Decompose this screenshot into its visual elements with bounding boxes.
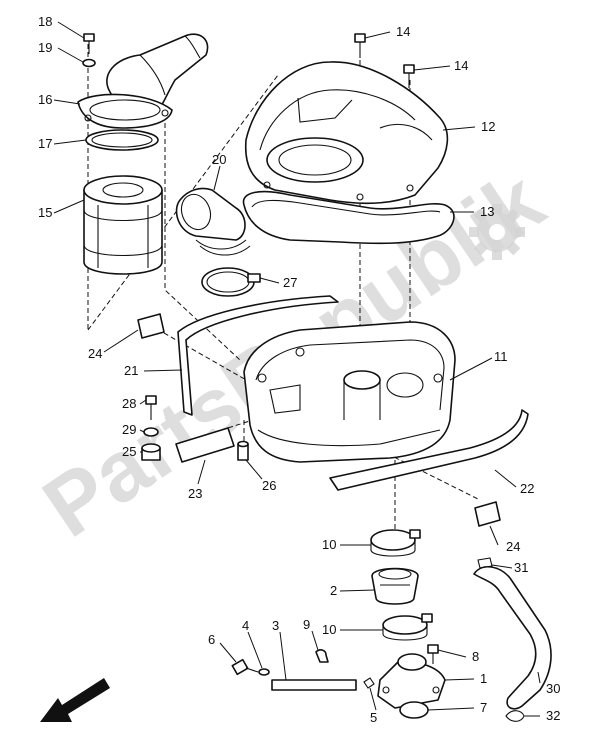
air-cleaner-case-11 [243,321,456,463]
callout-19: 19 [38,40,52,55]
intake-joint-20 [175,187,251,256]
callout-28: 28 [122,396,136,411]
callout-11: 11 [494,349,508,364]
callout-22: 22 [520,481,534,496]
callout-13: 13 [480,204,494,219]
callout-10-b: 10 [322,622,336,637]
callout-14-b: 14 [454,58,468,73]
callout-4: 4 [242,618,249,633]
guard-plate-21 [177,295,339,416]
duct-flange-16 [77,93,173,129]
damper-25 [141,443,161,461]
o-ring-7 [399,701,429,719]
screw-14-a [354,33,366,58]
manifold-1 [377,653,446,709]
callout-21: 21 [124,363,138,378]
callout-18: 18 [38,14,52,29]
callout-20: 20 [212,152,226,167]
callout-6: 6 [208,632,215,647]
callout-30: 30 [546,681,560,696]
callout-1: 1 [480,671,487,686]
callout-8: 8 [472,649,479,664]
joint-2 [371,567,419,605]
leader-lines [53,21,541,717]
clip-31 [477,557,493,569]
callout-9: 9 [303,617,310,632]
clamp-10-b [382,613,433,641]
callout-23: 23 [188,486,202,501]
callout-14-a: 14 [396,24,410,39]
callout-25: 25 [122,444,136,459]
air-cleaner-cover-12 [244,61,449,205]
bolt-8 [427,644,439,664]
pad-23 [175,427,235,463]
guard-plate-22 [329,409,529,491]
callout-3: 3 [272,618,279,633]
screw-6 [231,658,259,676]
clip-4 [258,668,270,676]
washer-29 [143,427,159,437]
clamp-10-a [370,529,421,557]
intake-duct-elbow [106,33,209,111]
clip-32 [505,710,525,722]
callout-17: 17 [38,136,52,151]
callout-16: 16 [38,92,52,107]
pad-24-a [137,313,165,339]
seal-ring-17 [85,129,159,151]
pad-24-b [474,501,501,527]
washer-19 [82,58,96,68]
callout-15: 15 [38,205,52,220]
hose-30 [473,566,552,710]
callout-2: 2 [330,583,337,598]
callout-5: 5 [370,710,377,725]
hose-3 [271,679,357,691]
gasket-13 [242,190,455,245]
front-arrow-icon [40,678,110,722]
callout-7: 7 [480,700,487,715]
bolt-18 [83,33,95,54]
callout-12: 12 [481,119,495,134]
screw-14-b [403,64,415,88]
callout-27: 27 [283,275,297,290]
callouts: 18 19 16 17 15 14 14 12 13 20 27 24 21 1… [38,14,560,725]
callout-24-a: 24 [88,346,102,361]
clamp-27 [201,267,261,297]
callout-26: 26 [262,478,276,493]
collar-26 [237,440,249,461]
callout-31: 31 [514,560,528,575]
air-filter-element-15 [83,175,163,275]
callout-10-a: 10 [322,537,336,552]
callout-24-b: 24 [506,539,520,554]
clip-9 [315,649,329,663]
callout-32: 32 [546,708,560,723]
gear-icon [469,204,525,260]
clip-5 [363,677,375,689]
callout-29: 29 [122,422,136,437]
